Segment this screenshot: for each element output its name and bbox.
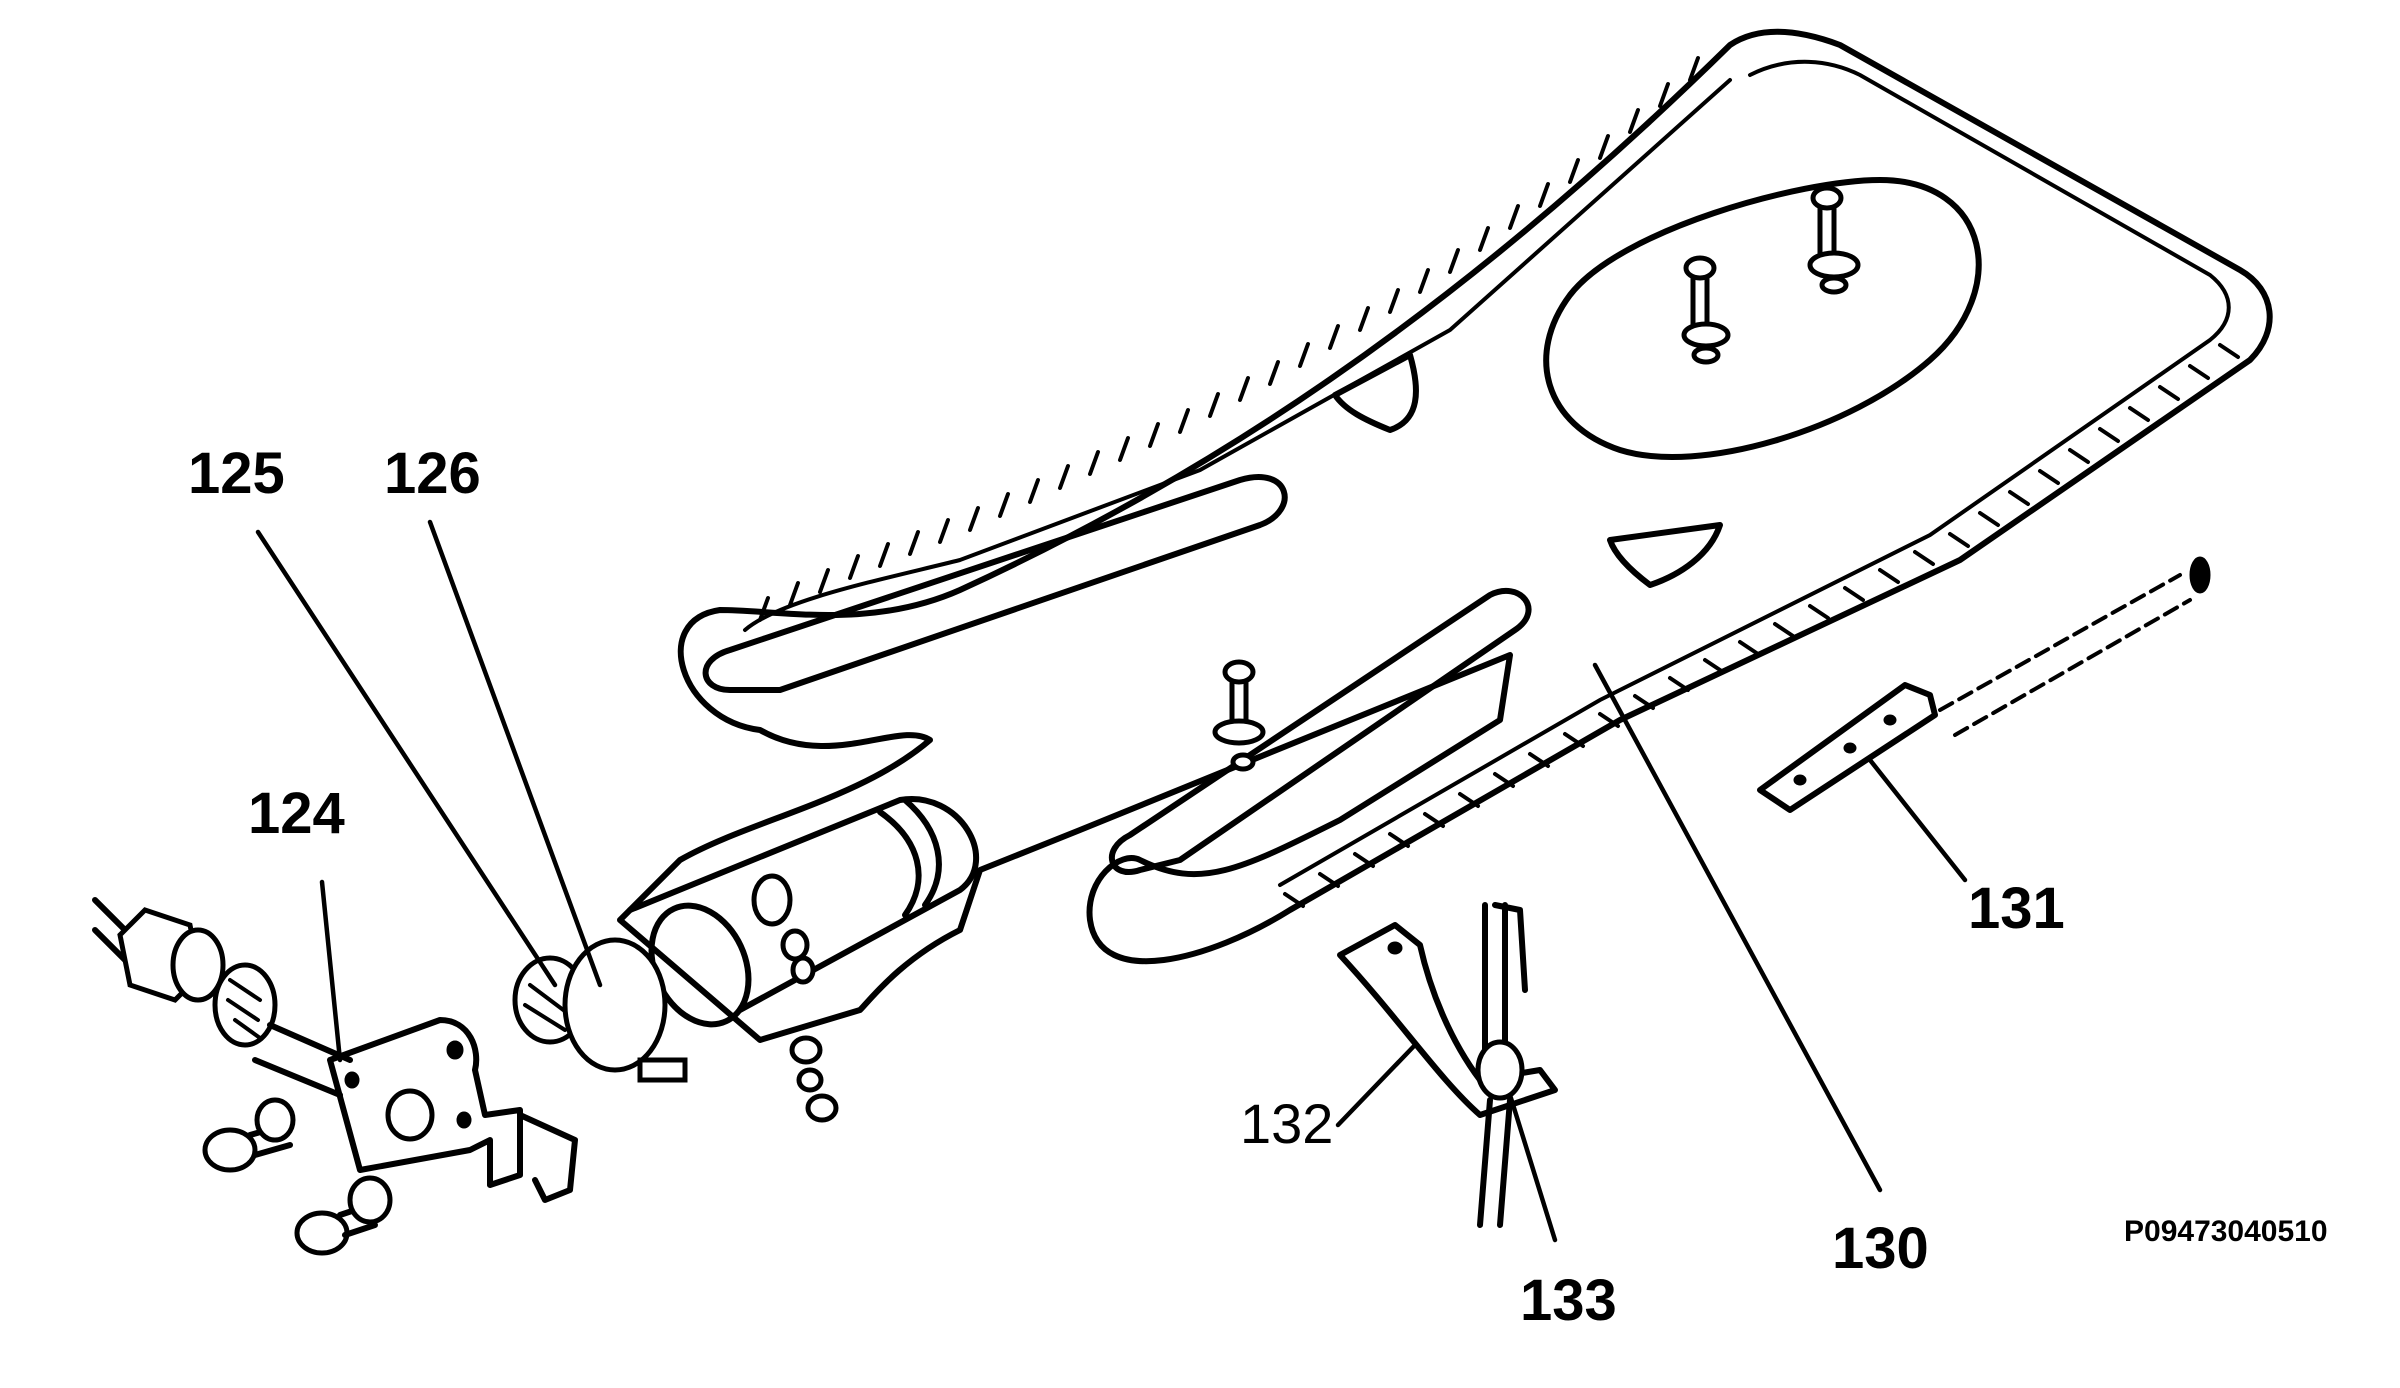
leader-132 [1335,1042,1418,1128]
burner-slot-upper [702,474,1288,693]
callout-132: 132 [1240,1092,1333,1155]
leader-133 [1507,1092,1558,1243]
vent-upper [1332,352,1419,433]
callout-130: 130 [1832,1216,1929,1281]
air-shutter [562,937,668,1073]
leader-130 [1592,662,1883,1193]
vent-lower [1607,522,1723,588]
callout-126: 126 [384,441,481,506]
leader-lines [255,519,1968,1243]
bracket-screws [202,1097,393,1256]
bracket-132 [1337,922,1558,1118]
burner-venturi-tube [627,796,980,1028]
burner-oval-opening [1543,177,1982,460]
bracket-124 [327,1017,578,1203]
leader-126 [427,519,603,988]
leader-124 [319,879,343,1063]
burner-bolt-oval-right [1807,185,1861,295]
gas-inlet-fittings [92,897,688,1098]
crimped-edge-top [758,56,1700,622]
leader-131 [1867,757,1968,883]
bracket-131 [1757,556,2211,813]
tube-screws [789,1035,839,1123]
callout-125: 125 [188,441,285,506]
crimped-edge-bottom [1283,343,2240,908]
electrode-133 [1475,902,1528,1228]
leader-125 [255,529,558,988]
callout-131: 131 [1968,876,2065,941]
drawing-code: P09473040510 [2124,1215,2328,1248]
burner-plate [617,28,2273,1043]
burner-bolt-center [1212,659,1266,772]
callout-133: 133 [1520,1268,1617,1333]
burner-slot-lower [1108,587,1532,875]
burner-bolt-oval-left [1681,255,1731,365]
callout-124: 124 [248,781,345,846]
